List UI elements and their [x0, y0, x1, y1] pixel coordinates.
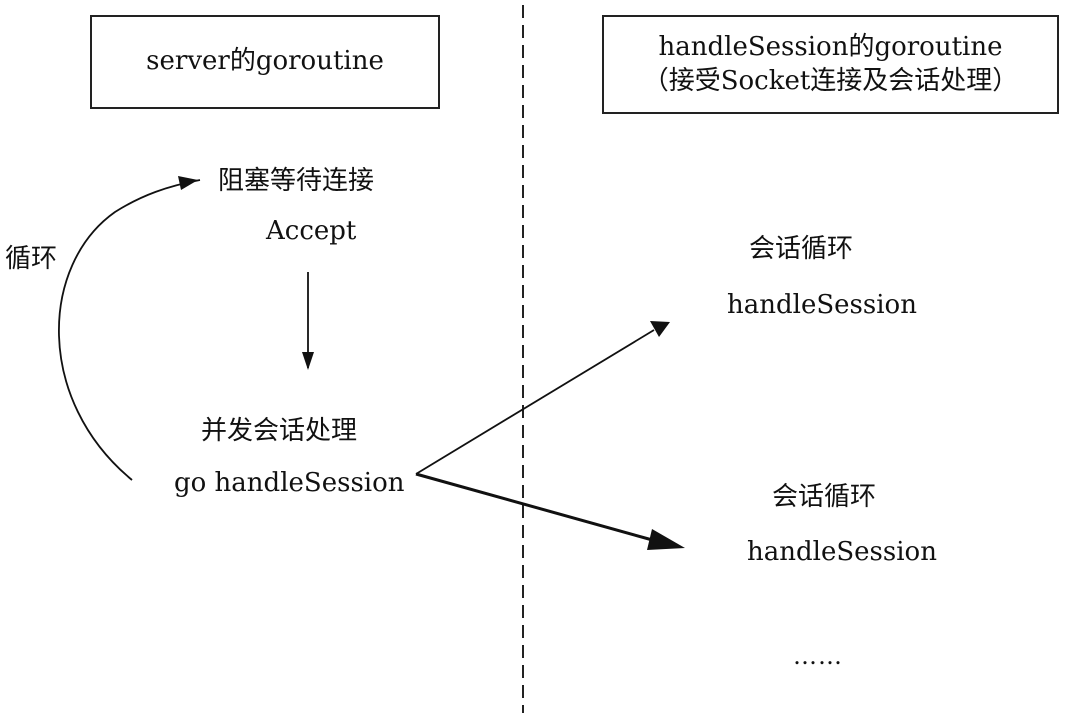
session-loop-2-label-en: handleSession [747, 537, 937, 567]
server-goroutine-title: server的goroutine [146, 46, 384, 77]
loop-arrow-head [178, 176, 198, 190]
session-loop-1-label-cn: 会话循环 [749, 234, 854, 264]
arrow-spawn-to-session-1 [415, 329, 655, 475]
arrow-accept-to-spawn-head [302, 352, 314, 370]
loop-arrow [58, 179, 201, 481]
arrow-spawn-to-session-2-head [647, 529, 685, 550]
accept-label-cn: 阻塞等待连接 [218, 166, 375, 196]
accept-label-en: Accept [266, 216, 357, 246]
loop-label: 循环 [5, 244, 58, 274]
session-loop-1-label-en: handleSession [727, 290, 917, 320]
session-goroutine-title: handleSession的goroutine [658, 31, 1003, 62]
server-goroutine-box: server的goroutine [90, 15, 440, 109]
spawn-label-en: go handleSession [174, 468, 405, 498]
ellipsis: …… [793, 642, 843, 670]
session-goroutine-subtitle: （接受Socket连接及会话处理） [642, 65, 1019, 96]
session-loop-2-label-cn: 会话循环 [772, 482, 877, 512]
arrow-spawn-to-session-1-head [650, 321, 670, 337]
arrow-spawn-to-session-2 [415, 472, 657, 543]
session-goroutine-box: handleSession的goroutine （接受Socket连接及会话处理… [602, 15, 1059, 114]
spawn-label-cn: 并发会话处理 [201, 416, 358, 446]
